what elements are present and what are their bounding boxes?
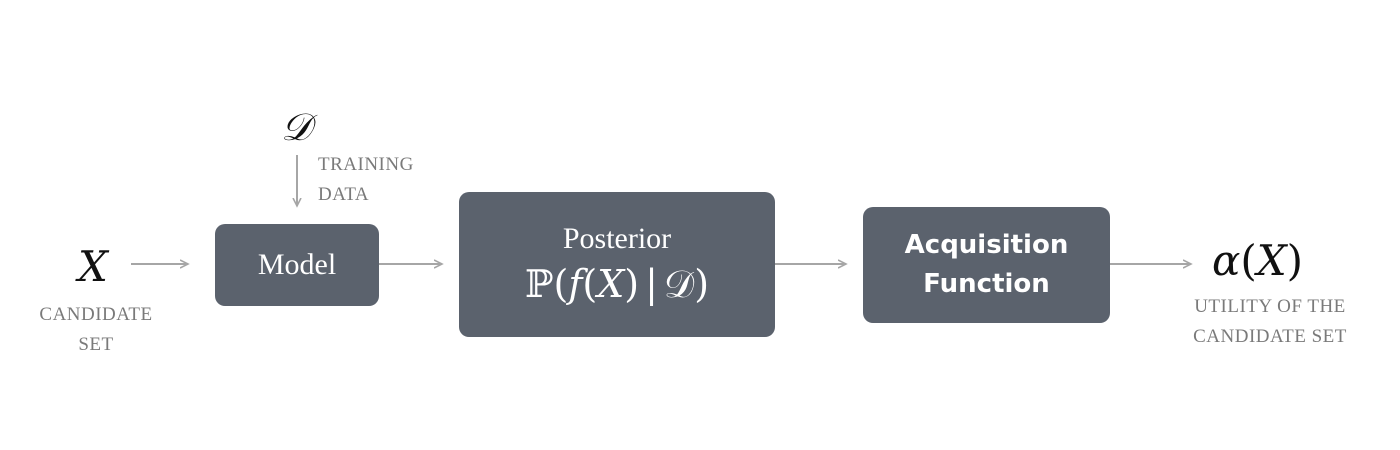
model-label: Model [257, 248, 337, 281]
utility-caption-line1: UTILITY OF THE [1194, 296, 1346, 317]
formula-open-paren: ( [553, 262, 569, 306]
formula-given-bar: | [645, 262, 658, 306]
training-data-caption-line2: DATA [318, 184, 370, 205]
posterior-label: Posterior [562, 222, 672, 255]
formula-x: X [597, 262, 625, 306]
training-data-symbol: 𝒟 [281, 105, 312, 149]
posterior-box: Posterior ℙ(f(X)|𝒟) [459, 192, 775, 337]
posterior-formula: ℙ(f(X)|𝒟) [525, 262, 709, 307]
utility-close-paren: ) [1286, 236, 1304, 285]
utility-symbol: α(X) [1212, 240, 1303, 282]
utility-alpha: α [1212, 236, 1241, 285]
training-data-caption: TRAINING DATA [318, 150, 414, 210]
candidate-set-caption-line2: SET [78, 334, 114, 355]
training-data-caption-line1: TRAINING [318, 154, 414, 175]
formula-open-paren-inner: ( [582, 262, 598, 306]
acquisition-function-box: Acquisition Function [863, 207, 1110, 323]
utility-caption-line2: CANDIDATE SET [1193, 326, 1347, 347]
utility-x: X [1256, 236, 1287, 285]
model-box: Model [215, 224, 379, 306]
formula-close-paren: ) [694, 262, 710, 306]
probability-symbol: ℙ [524, 262, 554, 306]
candidate-set-symbol: X [78, 242, 108, 291]
utility-open-paren: ( [1240, 236, 1257, 285]
formula-d: 𝒟 [663, 262, 695, 306]
acquisition-function-label: Acquisition Function [904, 230, 1069, 299]
utility-caption: UTILITY OF THE CANDIDATE SET [1180, 292, 1360, 352]
candidate-set-caption: CANDIDATE SET [26, 300, 166, 360]
formula-f: f [568, 262, 583, 306]
candidate-set-caption-line1: CANDIDATE [39, 304, 153, 325]
formula-close-paren-inner: ) [624, 262, 640, 306]
